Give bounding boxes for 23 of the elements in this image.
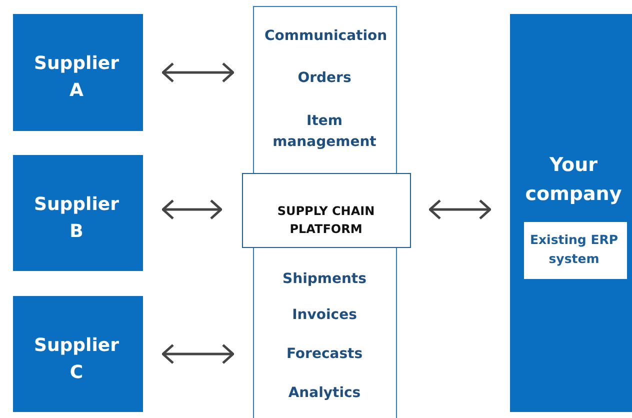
node-label: Forecasts [285,345,364,364]
supplier-box [13,155,143,271]
supplier-box [13,14,143,131]
node-label: Analytics [287,384,362,403]
double-arrow [162,344,234,364]
supplier-box [13,296,143,412]
node-label: Existing ERP system [528,231,620,268]
double-arrow [428,199,492,220]
node-label: SUPPLY CHAIN PLATFORM [276,203,376,238]
platform-box [242,173,411,248]
node-label: Shipments [282,270,368,289]
node-label: Invoices [291,306,358,325]
node-label: Orders [296,69,352,88]
node-label: Communication [264,27,384,46]
company-panel [510,14,632,412]
node-label: Supplier C [33,334,120,385]
double-arrow [162,199,222,220]
erp-box [524,222,627,279]
double-arrow [162,62,234,83]
node-label: Supplier A [33,52,120,103]
node-label: Your company [524,153,623,206]
node-label: Supplier B [33,193,120,244]
node-label: Item management [272,112,378,152]
